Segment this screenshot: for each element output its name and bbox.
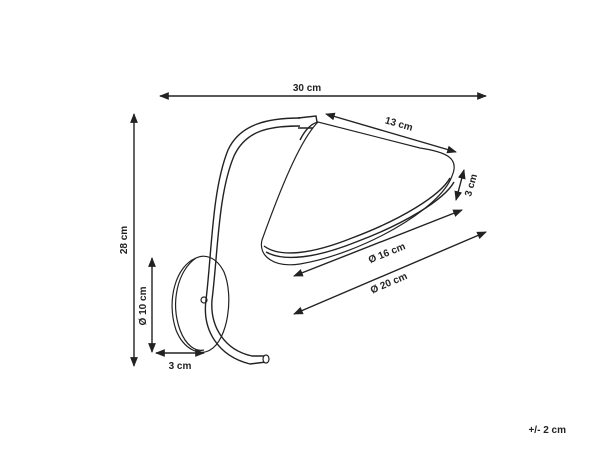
lamp-arm: [204, 115, 319, 365]
dim-base-diameter: Ø 10 cm: [138, 286, 149, 325]
tolerance-note: +/- 2 cm: [528, 425, 566, 436]
dim-shade-depth: 3 cm: [463, 173, 480, 198]
dim-base-depth: 3 cm: [169, 361, 192, 372]
dim-shade-slant: 13 cm: [384, 115, 414, 133]
dim-shade-outer-diameter: Ø 20 cm: [369, 271, 409, 296]
dim-width-total: 30 cm: [293, 83, 321, 94]
dim-height-total: 28 cm: [119, 226, 130, 254]
wall-base-plate: [171, 255, 230, 353]
